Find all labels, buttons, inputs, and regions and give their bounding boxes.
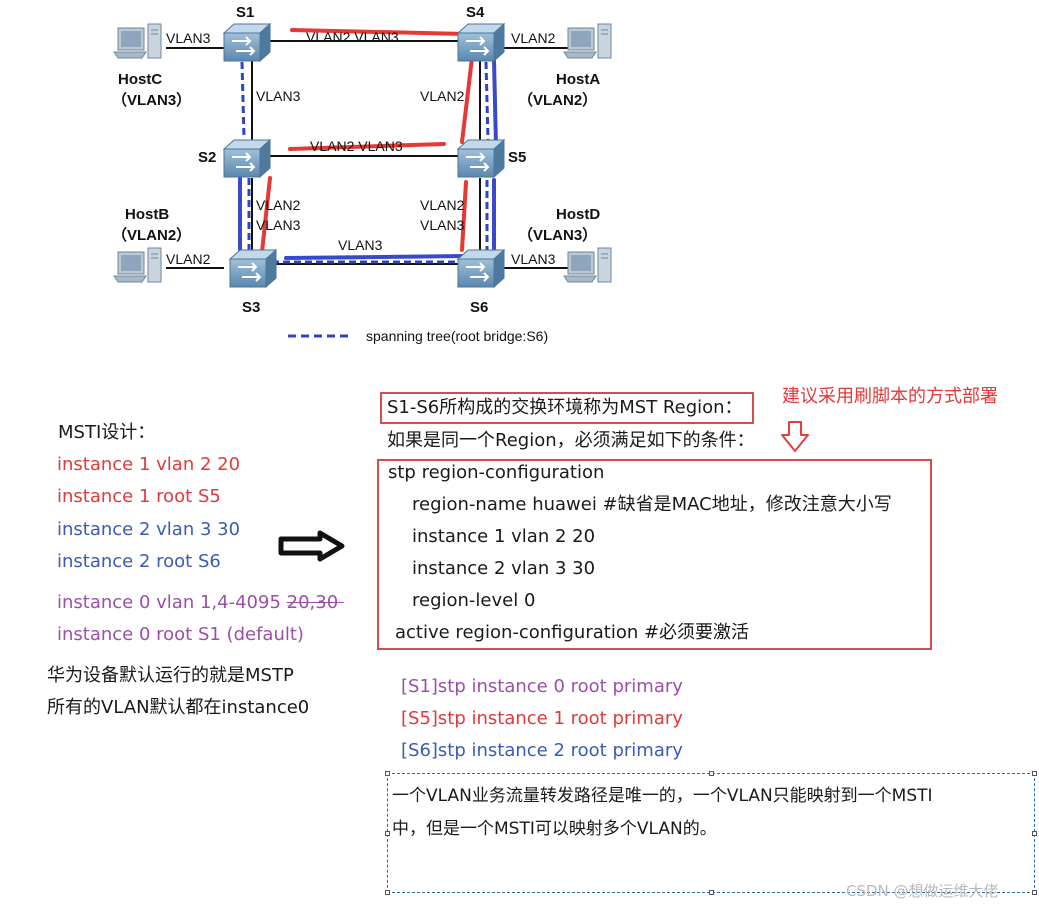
msti-line-inst0-vlan: instance 0 vlan 1,4-4095 20,30 [57, 592, 344, 614]
red-path-instance1 [260, 28, 474, 254]
hostc-name: HostC [118, 71, 162, 88]
huawei-default-note: 华为设备默认运行的就是MSTP [47, 665, 294, 686]
msti-line-inst0-root: instance 0 root S1 (default) [57, 624, 304, 645]
hostb-vlan: （VLAN2） [112, 226, 191, 244]
link-s1-s4-label: VLAN2 VLAN3 [306, 29, 399, 45]
switch-s5-icon [457, 139, 505, 178]
inst0-strike-tail [338, 592, 344, 613]
hostc-pc-icon [113, 23, 162, 59]
cmd-s6-root: [S6]stp instance 2 root primary [401, 740, 683, 761]
link-s4-s5-label: VLAN2 [420, 88, 465, 104]
hostb-pc-icon [113, 247, 162, 283]
hostb-port-label: VLAN2 [166, 251, 211, 267]
config-line-2: region-name huawei #缺省是MAC地址，修改注意大小写 [412, 494, 892, 515]
hostb-name: HostB [125, 206, 169, 223]
config-line-6: active region-configuration #必须要激活 [395, 622, 750, 643]
config-box [377, 459, 932, 650]
hostc-vlan: （VLAN3） [112, 91, 191, 109]
switch-label-s3: S3 [242, 299, 260, 316]
hosta-pc-icon [563, 23, 612, 59]
config-line-3: instance 1 vlan 2 20 [412, 526, 596, 547]
hosta-vlan: （VLAN2） [518, 91, 597, 109]
cmd-s5-root: [S5]stp instance 1 root primary [401, 708, 683, 729]
link-s5-s6-label-b: VLAN3 [420, 217, 465, 233]
switch-s4-icon [457, 23, 505, 62]
stp-topology-diagram: S1 S4 S2 S5 S3 S6 HostC （VLAN3） HostA （V… [112, 4, 612, 344]
link-s2-s3-label-a: VLAN2 [256, 197, 301, 213]
hostd-vlan: （VLAN3） [518, 226, 597, 244]
region-title-box [380, 392, 754, 424]
switch-label-s4: S4 [466, 4, 485, 21]
switch-s2-icon [223, 139, 271, 178]
config-line-4: instance 2 vlan 3 30 [412, 558, 596, 579]
cmd-s1-root: [S1]stp instance 0 root primary [401, 676, 683, 697]
note-line-2: 中，但是一个MSTI可以映射多个VLAN的。 [392, 819, 717, 839]
link-s1-s2-label: VLAN3 [256, 88, 301, 104]
hostc-port-label: VLAN3 [166, 30, 211, 46]
hostd-name: HostD [556, 206, 600, 223]
msti-line-inst2-vlan: instance 2 vlan 3 30 [57, 519, 241, 540]
physical-links [166, 40, 568, 269]
hosta-port-label: VLAN2 [511, 30, 556, 46]
spanning-tree-dashed [240, 61, 490, 264]
msti-line-inst2-root: instance 2 root S6 [57, 551, 221, 572]
region-condition: 如果是同一个Region，必须满足如下的条件： [387, 430, 755, 451]
msti-line-inst1-vlan: instance 1 vlan 2 20 [57, 454, 241, 475]
right-arrow-icon [278, 530, 345, 562]
switch-label-s2: S2 [198, 149, 216, 166]
blue-path-instance2 [238, 58, 498, 260]
hosta-name: HostA [556, 71, 600, 88]
resize-handle-tl[interactable] [385, 771, 390, 776]
legend-text: spanning tree(root bridge:S6) [366, 328, 548, 344]
link-s2-s5-label: VLAN2 VLAN3 [310, 138, 403, 154]
hostd-port-label: VLAN3 [511, 251, 556, 267]
link-s5-s6-label-a: VLAN2 [420, 197, 465, 213]
resize-handle-ml[interactable] [385, 831, 390, 836]
resize-handle-br[interactable] [1032, 890, 1037, 895]
msti-design-title: MSTI设计： [58, 422, 156, 443]
switch-s3-icon [229, 249, 277, 288]
inst0-struck-vlans: 20,30 [286, 592, 339, 613]
note-line-1: 一个VLAN业务流量转发路径是唯一的，一个VLAN只能映射到一个MSTI [392, 786, 933, 806]
switch-label-s6: S6 [470, 299, 488, 316]
region-title: S1-S6所构成的交换环境称为MST Region： [387, 397, 743, 418]
csdn-watermark: CSDN @想做运维大佬 [846, 882, 999, 900]
switch-label-s5: S5 [508, 149, 526, 166]
resize-handle-tm[interactable] [709, 771, 714, 776]
switch-s6-icon [457, 249, 505, 288]
config-line-1: stp region-configuration [388, 462, 605, 483]
resize-handle-bl[interactable] [385, 890, 390, 895]
config-line-5: region-level 0 [412, 590, 536, 611]
msti-line-inst1-root: instance 1 root S5 [57, 486, 221, 507]
resize-handle-bm[interactable] [709, 890, 714, 895]
suggest-script-note: 建议采用刷脚本的方式部署 [782, 386, 998, 407]
link-s3-s6-label: VLAN3 [338, 237, 383, 253]
switch-label-s1: S1 [236, 4, 254, 21]
link-s2-s3-label-b: VLAN3 [256, 217, 301, 233]
switch-s1-icon [223, 23, 271, 62]
vlan-default-note: 所有的VLAN默认都在instance0 [47, 697, 310, 718]
resize-handle-mr[interactable] [1032, 831, 1037, 836]
hostd-pc-icon [563, 247, 612, 283]
resize-handle-tr[interactable] [1032, 771, 1037, 776]
down-arrow-icon [781, 421, 809, 452]
inst0-vlan-text: instance 0 vlan 1,4-4095 [57, 592, 281, 613]
